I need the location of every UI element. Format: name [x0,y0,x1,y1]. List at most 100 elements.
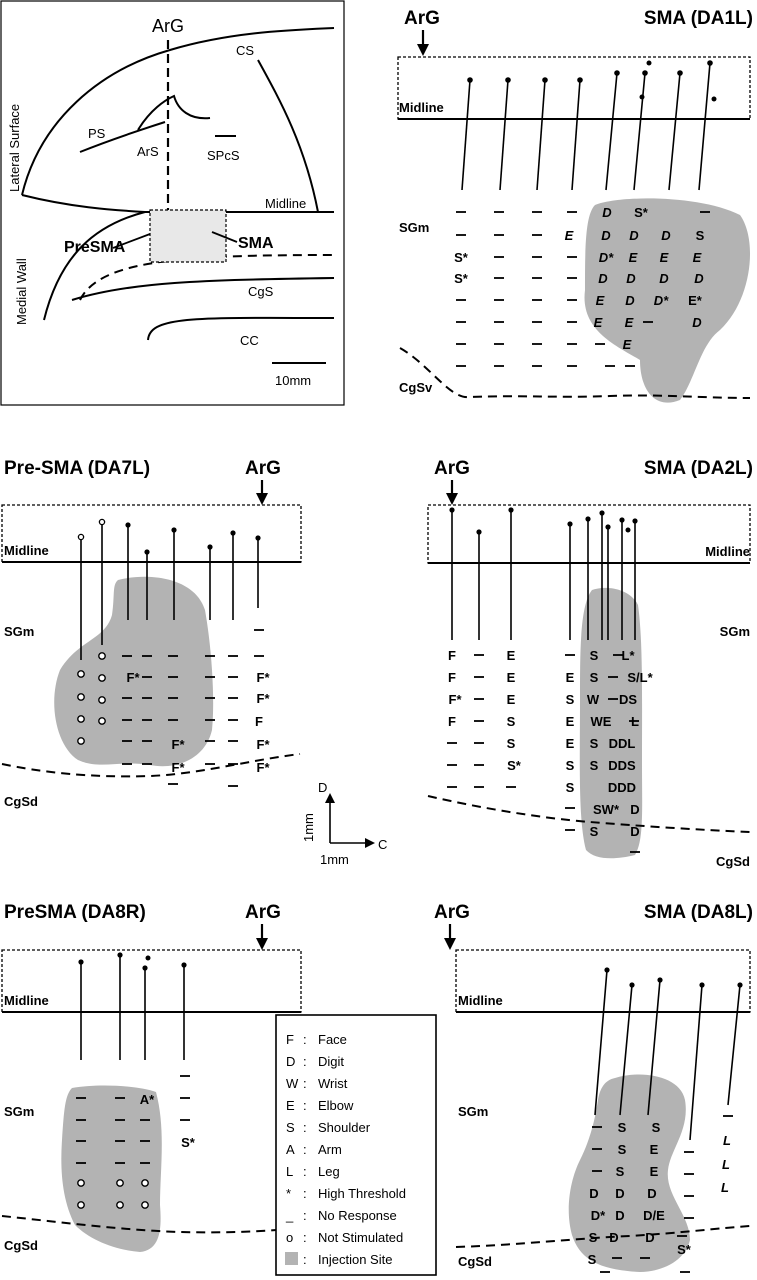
code-mark: DDD [608,780,636,795]
da8r-no-response-marks [76,1075,190,1164]
da2l-codes: F F F* F E E E S S S* E S E E S S S W WE… [448,648,654,839]
code-mark: D [589,1186,598,1201]
da2l-no-response-marks [447,654,640,853]
code-mark: S* [454,250,469,265]
da8l-title: SMA (DA8L) [644,902,753,923]
legend-label: High Threshold [318,1186,406,1201]
da1l-sgm-label: SGm [399,220,429,235]
ps-label: PS [88,126,106,141]
da2l-title: SMA (DA2L) [644,458,753,479]
brain-map: ArG Lateral Surface Medial Wall CS PS Ar… [0,0,345,406]
code-mark: S [652,1120,661,1135]
code-mark: S* [634,205,649,220]
legend-item: o:Not Stimulated [286,1230,403,1245]
code-mark: E [623,337,632,352]
panel-presma-da7l: Pre-SMA (DA7L) ArG Midline [1,458,302,809]
scale-bar: D C 1mm 1mm [301,780,387,867]
code-mark: E* [688,293,703,308]
code-mark: S [566,758,575,773]
code-mark: D [630,802,639,817]
code-mark: E [565,228,574,243]
da8l-midline-label: Midline [458,993,503,1008]
ars-sulcus [137,94,211,131]
code-mark: F* [127,670,141,685]
da8r-sgm-label: SGm [4,1104,34,1119]
code-mark: D [625,293,635,308]
code-mark: S [590,670,599,685]
code-mark: D [692,315,702,330]
code-mark: E [566,714,575,729]
recording-area-box [149,209,227,263]
legend-sep: : [303,1142,307,1157]
code-mark: L* [622,648,636,663]
da8r-cg-label: CgSd [4,1238,38,1253]
code-mark: D* [591,1208,606,1223]
da2l-cg-label: CgSd [716,854,750,869]
code-mark: WE [591,714,612,729]
da1l-title: SMA (DA1L) [644,8,753,29]
legend-item: A: Arm [286,1142,342,1157]
da2l-tracks [449,507,638,640]
da7l-title: Pre-SMA (DA7L) [4,458,150,479]
code-mark: F* [257,691,271,706]
da7l-sgm-label: SGm [4,624,34,639]
code-mark: S* [454,271,469,286]
legend-item: D:Digit [286,1054,344,1069]
legend-key: A [286,1142,295,1157]
ars-label: ArS [137,144,159,159]
legend-label: Arm [318,1142,342,1157]
code-mark: D/E [643,1208,665,1223]
da8r-arg-label: ArG [245,902,281,923]
cc-outline [147,316,335,341]
presma-label: PreSMA [64,239,126,256]
legend-item: W:Wrist [286,1076,348,1091]
code-mark: E [660,250,669,265]
da1l-arg-label: ArG [404,8,440,29]
code-mark: D [629,228,639,243]
legend-sep: : [303,1208,307,1223]
code-mark: D [626,271,636,286]
legend-key: E [286,1098,295,1113]
code-mark: E [507,692,516,707]
code-mark: L [721,1180,729,1195]
da7l-cg-label: CgSd [4,794,38,809]
legend-item: : Injection Site [285,1252,392,1267]
da2l-dotted-box [427,504,751,564]
code-mark: E [566,670,575,685]
code-mark: E [650,1142,659,1157]
code-mark: E [594,315,603,330]
code-mark: S [618,1142,627,1157]
cs-sulcus [257,59,319,213]
da7l-tracks [77,518,261,660]
da1l-dotted-box [397,56,751,120]
code-mark: E [596,293,605,308]
code-mark: DDS [608,758,636,773]
da8l-tracks [594,967,743,1141]
legend-label: Not Stimulated [318,1230,403,1245]
brain-map-frame [0,0,345,406]
legend-label: Shoulder [318,1120,371,1135]
code-mark: F [255,714,263,729]
da8l-arg-arrowhead [444,938,456,950]
code-mark: D [661,228,671,243]
legend-key: S [286,1120,295,1135]
code-mark: S* [181,1135,196,1150]
code-mark: L [723,1133,731,1148]
legend-label: Wrist [318,1076,348,1091]
code-mark: E [566,736,575,751]
da2l-injection-site [579,587,643,859]
legend-label: Face [318,1032,347,1047]
legend-key: L [286,1164,293,1179]
code-mark: E [507,670,516,685]
legend-sep: : [303,1164,307,1179]
scale-c-label: C [378,837,387,852]
legend-label: No Response [318,1208,397,1223]
legend-item: L:Leg [286,1164,340,1179]
code-mark: SW* [593,802,620,817]
da8l-cg-dashed-line [455,1225,751,1248]
code-mark: S [616,1164,625,1179]
sma-label: SMA [238,235,274,252]
code-mark: L [631,714,639,729]
cgs-label: CgS [248,284,274,299]
legend-item: E:Elbow [286,1098,354,1113]
